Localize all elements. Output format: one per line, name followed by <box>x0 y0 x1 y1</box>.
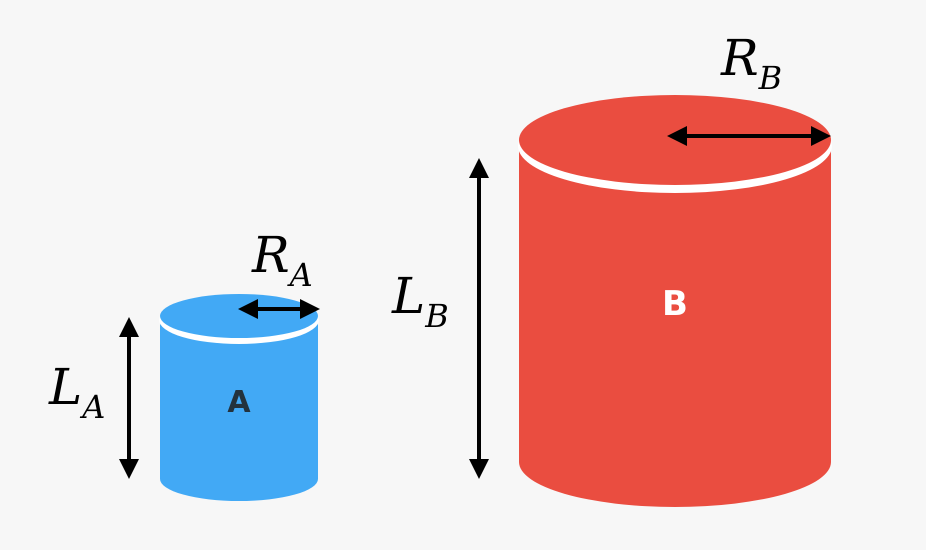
radius-a-label: RA <box>251 226 313 294</box>
cylinder-a: A <box>159 294 319 501</box>
length-a-label: LA <box>48 358 105 426</box>
cylinder-b-body <box>519 143 831 507</box>
cylinder-a-top <box>160 294 318 338</box>
cylinder-b: B <box>518 95 832 507</box>
radius-b-label: RB <box>720 29 782 97</box>
cylinder-a-body <box>160 319 318 501</box>
cylinder-a-label: A <box>227 385 251 420</box>
length-b-label: LB <box>391 267 449 335</box>
cylinder-b-top <box>519 95 831 185</box>
cylinder-b-label: B <box>662 284 688 324</box>
